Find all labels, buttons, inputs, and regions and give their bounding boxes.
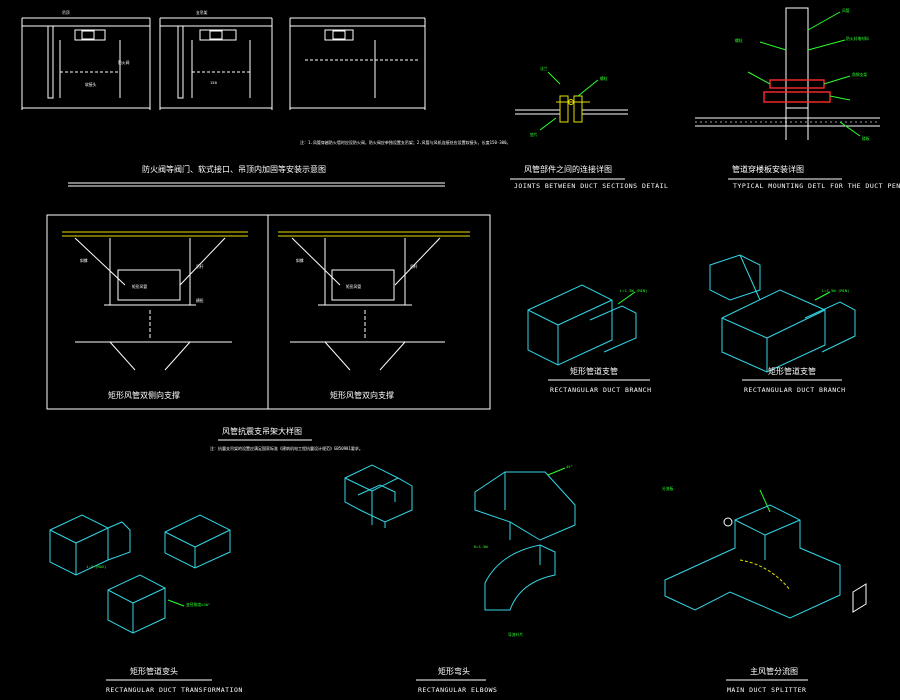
duct-joint-title-zh: 风管部件之间的连接详图 — [524, 164, 612, 174]
fire-damper-title: 防火阀等阀门、软式接口、吊顶内加固等安装示意图 — [142, 164, 326, 174]
label-rect-duct-b: 矩形风管 — [346, 284, 361, 289]
label-hanger-rod: 吊杆 — [196, 264, 204, 269]
duct-joint-detail: 法兰 螺栓 垫片 风管部件之间的连接详图 JOINTS BETWEEN DUCT… — [510, 66, 668, 190]
branch-1-title-en: RECTANGULAR DUCT BRANCH — [550, 386, 652, 394]
floor-slab-title-en: TYPICAL MOUNTING DETL FOR THE DUCT PENET… — [733, 182, 900, 190]
label-150: 150 — [210, 80, 218, 85]
label-duct-riser: 风管 — [842, 8, 850, 13]
splitter-title-en: MAIN DUCT SPLITTER — [727, 686, 806, 694]
branch-2-title-en: RECTANGULAR DUCT BRANCH — [744, 386, 846, 394]
label-turning-vanes: 导流叶片 — [508, 632, 523, 637]
label-damper: 防火阀 — [118, 60, 130, 65]
support-a-title: 矩形风管双侧向支撑 — [108, 390, 180, 400]
duct-joint-title-en: JOINTS BETWEEN DUCT SECTIONS DETAIL — [514, 182, 668, 190]
elbows-title-zh: 矩形弯头 — [438, 666, 470, 676]
branch-1-title-zh: 矩形管道支管 — [570, 366, 618, 376]
label-flex-joint: 软接头 — [85, 82, 97, 87]
fire-damper-note: 注：1.风管穿越防火墙时应设防火阀，防火阀应单独设置支吊架；2.风管与风机连接处… — [300, 139, 511, 145]
label-gasket: 垫片 — [530, 132, 538, 137]
label-45deg: 45° — [566, 464, 573, 469]
floor-slab-title-zh: 管道穿楼板安装详图 — [732, 164, 804, 174]
elbows-title-en: RECTANGULAR ELBOWS — [418, 686, 497, 694]
duct-elbow-detail: 45° R=1.5W 导流叶片 矩形弯头 RECTANGULAR ELBOWS — [344, 464, 576, 694]
duct-transformation-detail: 变径角度≤30° 1:4 (MAX) 矩形管道变头 RECTANGULAR DU… — [49, 514, 243, 694]
splitter-title-zh: 主风管分流图 — [750, 666, 798, 676]
branch-2-title-zh: 矩形管道支管 — [768, 366, 816, 376]
label-bolt: 螺栓 — [600, 76, 608, 81]
label-support: 支吊架 — [196, 10, 208, 15]
label-hanger-rod-b: 吊杆 — [410, 264, 418, 269]
label-fire-seal: 防火封堵材料 — [846, 36, 869, 41]
label-radius: R=1.5W — [474, 544, 488, 549]
label-rect-duct-a: 矩形风管 — [132, 284, 147, 289]
label-taper-angle: 变径角度≤30° — [186, 602, 210, 607]
label-branch-length-2: L=1.5W (MIN) — [822, 288, 849, 293]
floor-slab-detail: 风管 防火封堵材料 角钢支架 螺栓 楼板 管道穿楼板安装详图 TYPICAL M… — [695, 7, 900, 190]
fire-damper-detail: 吊顶 防火阀 软接头 支吊架 150 注：1.风管穿越防火墙时应设防火阀，防火阀… — [21, 10, 511, 187]
label-splitter-plate: 分流板 — [662, 486, 674, 491]
support-group-note: 注：抗震支吊架的设置应满足国家标准《建筑机电工程抗震设计规范》GB50981要求… — [210, 445, 363, 451]
label-slope: 1:4 (MAX) — [86, 564, 107, 569]
label-flange: 法兰 — [540, 66, 548, 71]
label-ceiling: 吊顶 — [62, 10, 70, 15]
label-brace: 斜撑 — [80, 258, 88, 263]
transformation-title-zh: 矩形管道变头 — [130, 666, 178, 676]
label-brace-b: 斜撑 — [296, 258, 304, 263]
main-duct-splitter-detail: 分流板 主风管分流图 MAIN DUCT SPLITTER — [662, 486, 867, 694]
label-slab: 楼板 — [862, 136, 870, 141]
support-group-title: 风管抗震支吊架大样图 — [222, 426, 302, 436]
seismic-support-detail: 吊杆 斜撑 横担 矩形风管 矩形风管双侧向支撑 吊杆 斜撑 矩形风管 矩形风管双… — [46, 214, 491, 451]
support-b-title: 矩形风管双向支撑 — [330, 390, 394, 400]
label-bolt-2: 螺栓 — [735, 38, 743, 43]
duct-branch-detail: L=1.5W (MIN) 矩形管道支管 RECTANGULAR DUCT BRA… — [527, 254, 856, 394]
label-angle-support: 角钢支架 — [852, 72, 867, 77]
transformation-title-en: RECTANGULAR DUCT TRANSFORMATION — [106, 686, 243, 694]
label-crossarm: 横担 — [196, 298, 204, 303]
label-branch-length: L=1.5W (MIN) — [620, 288, 647, 293]
